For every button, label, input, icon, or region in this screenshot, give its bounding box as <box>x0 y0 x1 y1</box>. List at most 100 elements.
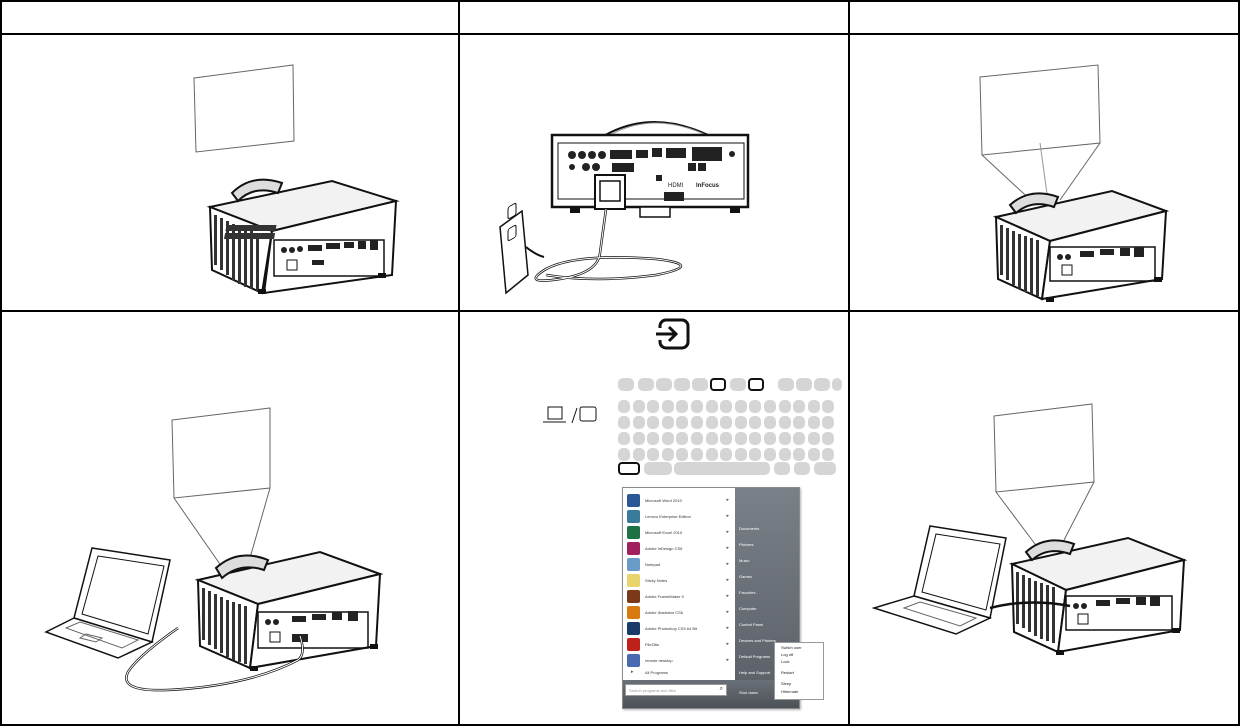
start-menu-link[interactable]: Devices and Printers <box>739 638 776 643</box>
keyboard-key <box>647 432 660 445</box>
power-cord <box>534 208 682 282</box>
keyboard-key <box>676 400 689 413</box>
chevron-right-icon: ▸ <box>726 545 729 551</box>
keyboard-key <box>822 416 835 429</box>
photoshop-icon <box>627 622 640 635</box>
shutdown-button[interactable]: Shut down <box>739 690 758 695</box>
power-menu-item[interactable]: Hibernate <box>781 689 799 694</box>
step-connect-computer <box>2 312 458 724</box>
start-menu-item[interactable]: Microsoft Word 2010 ▸ <box>625 492 733 509</box>
keyboard-key <box>764 432 776 445</box>
keyboard-key <box>822 432 835 445</box>
keyboard-key <box>632 416 645 429</box>
keyboard-key <box>661 448 674 461</box>
start-menu-link[interactable]: Help and Support <box>739 670 771 675</box>
power-menu-item[interactable]: Lock <box>781 659 790 664</box>
start-menu-item[interactable]: Microsoft Excel 2010▸ <box>625 524 733 541</box>
power-connection-illustration: HDMI InFocus <box>499 121 750 295</box>
keyboard-key <box>734 448 747 461</box>
table-border-bottom <box>0 724 1240 726</box>
keyboard-key <box>774 462 790 475</box>
keyboard-key <box>796 378 812 391</box>
projector-on-illustration <box>979 64 1170 302</box>
power-menu-item[interactable]: Sleep <box>781 681 792 686</box>
chevron-right-icon: ▸ <box>726 657 729 663</box>
chevron-right-icon: ▸ <box>726 561 729 567</box>
start-menu-item-label: remote desktop <box>645 658 673 663</box>
keyboard-key <box>676 416 689 429</box>
start-menu-link[interactable]: Pictures <box>739 542 754 547</box>
search-input[interactable]: Search programs and files ⌕ <box>625 684 727 696</box>
start-menu-item[interactable]: Adobe FrameMaker 9▸ <box>625 588 733 605</box>
projector-body <box>206 178 400 295</box>
start-menu-item[interactable]: FileZilla▸ <box>625 636 733 653</box>
keyboard-key <box>691 432 703 445</box>
keyboard-key <box>734 400 747 413</box>
start-menu-item[interactable]: Adobe Illustrator CS6▸ <box>625 604 733 621</box>
start-menu-item-label: Adobe FrameMaker 9 <box>645 594 684 599</box>
keyboard-key <box>692 378 708 391</box>
start-menu-item[interactable]: Adobe Photoshop CS5 64 Bit▸ <box>625 620 733 637</box>
start-menu-link[interactable]: Control Panel <box>739 622 764 627</box>
chevron-right-icon: ▸ <box>726 641 729 647</box>
keyboard-key <box>734 416 747 429</box>
header-row-divider <box>0 33 1240 35</box>
keyboard-key <box>632 400 645 413</box>
keyboard-key <box>793 416 806 429</box>
projector-placement-illustration <box>193 64 400 295</box>
hdmi-label: HDMI <box>668 183 684 189</box>
projector-body <box>992 189 1170 302</box>
keyboard-key <box>734 432 747 445</box>
start-menu-item-label: Adobe Illustrator CS6 <box>645 610 684 615</box>
illustrator-icon <box>627 606 640 619</box>
start-menu-link[interactable]: Games <box>739 574 752 579</box>
start-menu-link[interactable]: Favorites <box>739 590 756 595</box>
chevron-right-icon: ▸ <box>726 497 729 503</box>
keyboard-key <box>814 378 830 391</box>
keyboard-key <box>676 448 689 461</box>
search-placeholder: Search programs and files <box>629 688 676 693</box>
start-menu-link[interactable]: Documents <box>739 526 760 531</box>
keyboard-key <box>822 448 835 461</box>
start-menu-item[interactable]: Notepad▸ <box>625 556 733 573</box>
start-menu-item-label: Adobe Photoshop CS5 64 Bit <box>645 626 698 631</box>
sticky-notes-icon <box>627 574 640 587</box>
keyboard-key <box>794 462 810 475</box>
projecting-image-illustration <box>871 403 1188 655</box>
start-menu-item-label: Microsoft Word 2010 <box>645 498 682 503</box>
keyboard-key <box>656 378 672 391</box>
keyboard-key <box>778 400 791 413</box>
chevron-right-icon: ▸ <box>726 529 729 535</box>
all-programs-item[interactable]: ▸ All Programs <box>625 664 733 681</box>
word-icon <box>627 494 640 507</box>
laptop <box>871 525 1007 635</box>
keyboard-key <box>647 400 660 413</box>
power-menu-item[interactable]: Switch user <box>781 645 802 650</box>
start-menu-link[interactable]: Music <box>739 558 750 563</box>
step-place-projector <box>2 35 458 310</box>
keyboard-key <box>832 378 842 391</box>
keyboard-key <box>638 378 654 391</box>
keyboard-key <box>749 448 762 461</box>
start-menu-link[interactable]: Default Programs <box>739 654 771 659</box>
start-menu-item-label: Sticky Notes <box>645 578 668 583</box>
step-projector-displays <box>850 312 1238 724</box>
filezilla-icon <box>627 638 640 651</box>
framemaker-icon <box>627 590 640 603</box>
start-menu-item[interactable]: Sticky Notes▸ <box>625 572 733 589</box>
laptop <box>44 547 171 659</box>
start-menu-item[interactable]: remote desktop ▸ <box>625 652 733 669</box>
keyboard-key <box>764 400 776 413</box>
keyboard-key <box>691 416 703 429</box>
keyboard-key <box>618 448 630 461</box>
keyboard-key <box>618 400 630 413</box>
start-menu-link[interactable]: Computer <box>739 606 757 611</box>
power-menu-item[interactable]: Restart <box>781 670 794 675</box>
start-menu-item[interactable]: Adobe InDesign CS6▸ <box>625 540 733 557</box>
start-menu-item[interactable]: Lenovo Enterprise Edition▸ <box>625 508 733 525</box>
chevron-right-icon: ▸ <box>726 513 729 519</box>
power-menu-item[interactable]: Log off <box>781 652 794 657</box>
excel-icon <box>627 526 640 539</box>
